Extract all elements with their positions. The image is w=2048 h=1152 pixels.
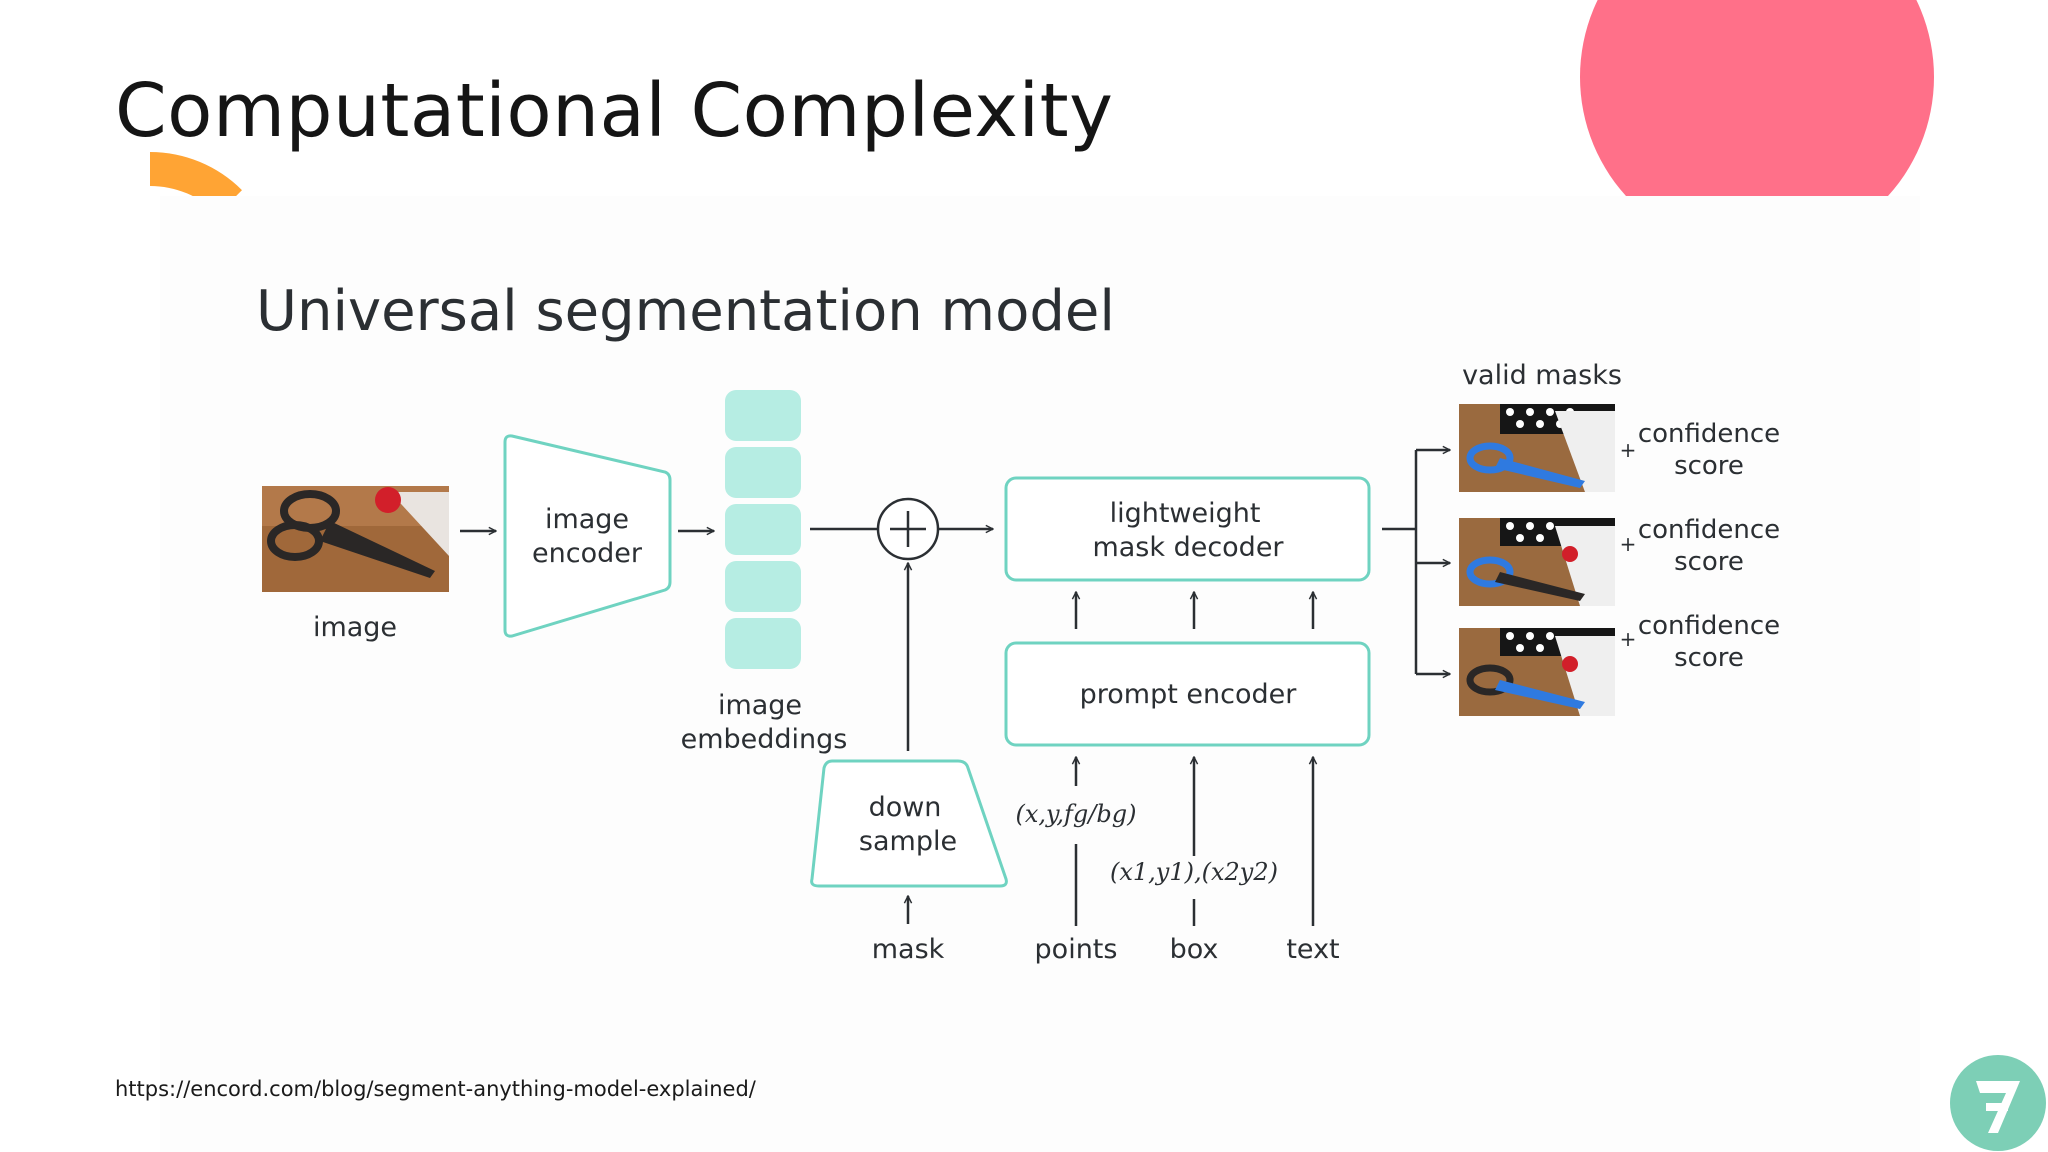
diagram-panel: Universal segmentation model image image… bbox=[160, 196, 1920, 1152]
confidence-label-2a: confidence bbox=[1638, 515, 1780, 545]
output-mask-thumbnail-1 bbox=[1459, 404, 1615, 492]
mask-input-label: mask bbox=[872, 934, 945, 965]
diagram-heading: Universal segmentation model bbox=[256, 279, 1115, 344]
output-mask-thumbnail-3 bbox=[1459, 628, 1615, 716]
seven-logo-icon bbox=[1950, 1055, 2046, 1151]
image-encoder-label-1: image bbox=[545, 504, 629, 535]
prompt-encoder-label: prompt encoder bbox=[1080, 679, 1298, 710]
pink-circle-decoration bbox=[1580, 0, 1934, 220]
confidence-label-1b: score bbox=[1674, 451, 1744, 481]
mask-decoder-label-2: mask decoder bbox=[1092, 532, 1284, 563]
prompt-encoder-block bbox=[1004, 641, 1371, 747]
embeddings-label-1: image bbox=[718, 690, 802, 721]
mask-decoder-label-1: lightweight bbox=[1110, 498, 1261, 529]
input-image-thumbnail bbox=[262, 486, 449, 592]
image-embeddings-stack bbox=[725, 390, 801, 669]
text-input-label: text bbox=[1286, 934, 1339, 965]
down-sample-block bbox=[810, 759, 1008, 888]
points-annotation: (x,y,fg/bg) bbox=[1016, 800, 1137, 828]
output-plus-2: + bbox=[1620, 532, 1637, 556]
sam-architecture-diagram: Universal segmentation model image image… bbox=[256, 279, 1780, 965]
output-mask-thumbnail-2 bbox=[1459, 518, 1615, 606]
input-image-label: image bbox=[313, 612, 397, 643]
confidence-label-1a: confidence bbox=[1638, 419, 1780, 449]
slide-title: Computational Complexity bbox=[115, 68, 1114, 154]
mask-decoder-block bbox=[1004, 476, 1371, 582]
box-input-label: box bbox=[1170, 934, 1219, 965]
source-link[interactable]: https://encord.com/blog/segment-anything… bbox=[115, 1077, 756, 1101]
confidence-label-2b: score bbox=[1674, 547, 1744, 577]
embeddings-label-2: embeddings bbox=[681, 724, 848, 755]
confidence-label-3b: score bbox=[1674, 643, 1744, 673]
plus-circle-icon bbox=[876, 497, 940, 561]
down-sample-label-1: down bbox=[869, 792, 942, 823]
image-encoder-block bbox=[503, 434, 672, 638]
image-encoder-label-2: encoder bbox=[532, 538, 643, 569]
output-plus-3: + bbox=[1620, 627, 1637, 651]
down-sample-label-2: sample bbox=[859, 826, 957, 857]
points-input-label: points bbox=[1035, 934, 1118, 965]
output-plus-1: + bbox=[1620, 438, 1637, 462]
valid-masks-label: valid masks bbox=[1462, 360, 1622, 391]
box-annotation: (x1,y1),(x2y2) bbox=[1110, 858, 1278, 886]
confidence-label-3a: confidence bbox=[1638, 611, 1780, 641]
